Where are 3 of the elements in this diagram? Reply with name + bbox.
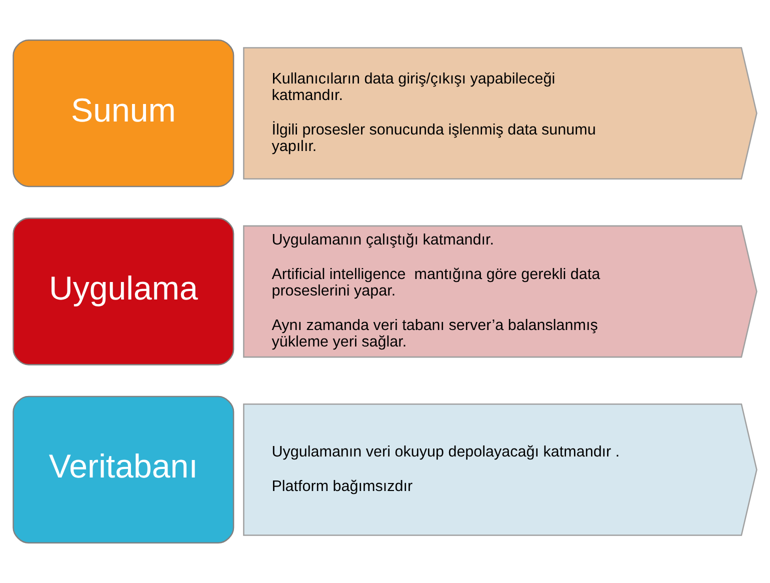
node-box: Veritabanı xyxy=(12,396,234,544)
node-box: Uygulama xyxy=(12,218,234,366)
node-box: Sunum xyxy=(12,39,234,188)
